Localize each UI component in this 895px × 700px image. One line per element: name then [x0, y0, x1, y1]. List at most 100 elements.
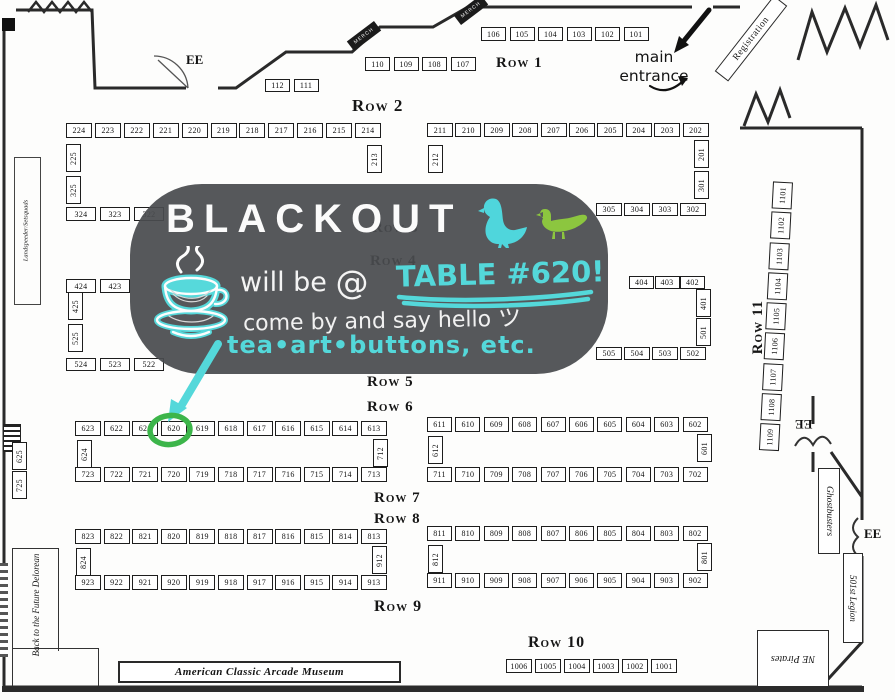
- table-number: 1001: [655, 661, 673, 671]
- table-404: 404: [629, 276, 654, 289]
- table-number: 109: [399, 59, 413, 69]
- table-814: 814: [332, 529, 359, 544]
- table-number: 910: [461, 576, 475, 585]
- arcade-museum-label: American Classic Arcade Museum: [118, 661, 401, 683]
- table-705: 705: [597, 467, 623, 482]
- table-215: 215: [326, 123, 353, 138]
- table-606: 606: [569, 417, 594, 432]
- table-423: 423: [100, 279, 130, 293]
- table-number: 1006: [510, 661, 528, 671]
- table-221: 221: [152, 123, 179, 138]
- table-425: 425: [68, 292, 83, 320]
- table-718: 718: [218, 467, 244, 482]
- row-label-row-6: Row 6: [367, 399, 414, 415]
- table-613: 613: [361, 421, 387, 436]
- table-number: 220: [188, 126, 202, 135]
- table-number: 101: [629, 29, 643, 39]
- table-number: 424: [74, 281, 88, 291]
- table-208: 208: [512, 123, 539, 137]
- table-number: 823: [81, 532, 95, 541]
- table-909: 909: [483, 573, 509, 588]
- table-902: 902: [682, 573, 708, 588]
- table-906: 906: [569, 573, 594, 588]
- table-number: 912: [375, 553, 384, 567]
- table-424: 424: [66, 279, 96, 293]
- table-913: 913: [361, 575, 387, 590]
- table-201: 201: [694, 140, 709, 168]
- table-807: 807: [540, 526, 566, 541]
- main-entrance-label: main entrance: [619, 48, 689, 85]
- exit-brace-icon: [852, 517, 860, 557]
- table-101: 101: [623, 27, 649, 41]
- table-number: 1103: [774, 247, 785, 265]
- table-number: 810: [461, 529, 475, 538]
- table-1001: 1001: [651, 659, 677, 673]
- table-number: 108: [428, 59, 441, 69]
- table-number: 805: [603, 529, 617, 538]
- table-number: 524: [74, 360, 88, 369]
- table-722: 722: [103, 467, 130, 482]
- table-708: 708: [512, 467, 538, 482]
- table-402: 402: [680, 276, 705, 289]
- scallop-wall-icon: [27, 0, 93, 15]
- table-number: 721: [138, 470, 152, 479]
- table-number: 525: [71, 331, 80, 345]
- table-number: 212: [431, 152, 440, 166]
- table-number: 107: [456, 59, 470, 69]
- table-number: 323: [108, 209, 122, 219]
- table-number: 813: [367, 532, 381, 541]
- table-903: 903: [654, 573, 680, 588]
- table-603: 603: [654, 417, 680, 432]
- table-number: 214: [361, 126, 375, 135]
- table-number: 814: [338, 532, 352, 541]
- table-number: 907: [546, 576, 560, 585]
- table-number: 703: [660, 470, 674, 479]
- table-number: 504: [630, 349, 644, 358]
- table-206: 206: [569, 123, 595, 137]
- table-203: 203: [654, 123, 681, 137]
- table-number: 923: [81, 578, 95, 587]
- table-219: 219: [210, 123, 237, 138]
- table-717: 717: [246, 467, 273, 482]
- table-714: 714: [332, 467, 359, 482]
- table-108: 108: [422, 57, 447, 71]
- table-number: 906: [575, 576, 588, 585]
- table-605: 605: [597, 417, 623, 432]
- bottom-wall: [2, 686, 864, 692]
- will-be-text: will be: [240, 267, 327, 298]
- table-number: 204: [632, 125, 646, 135]
- table-703: 703: [654, 467, 680, 482]
- table-525: 525: [68, 324, 83, 352]
- at-symbol: @: [335, 263, 369, 302]
- table-number: 620: [167, 424, 181, 433]
- table-number: 1107: [767, 368, 778, 386]
- table-number: 505: [602, 349, 616, 358]
- table-number: 710: [461, 470, 475, 479]
- table-number: 904: [631, 576, 645, 585]
- table-number: 707: [546, 470, 560, 479]
- main-entrance-arrow-icon: [674, 7, 712, 53]
- table-217: 217: [268, 123, 295, 138]
- table-number: 603: [660, 420, 674, 429]
- registration-desk-label: Registration: [714, 0, 788, 82]
- double-door-icon: [794, 435, 832, 447]
- table-number: 404: [635, 278, 648, 287]
- table-number: 914: [338, 578, 352, 587]
- table-612: 612: [428, 436, 443, 464]
- zigzag-corner-icon: [796, 0, 890, 61]
- table-710: 710: [455, 467, 481, 482]
- table-523: 523: [100, 358, 130, 371]
- table-number: 110: [371, 59, 384, 69]
- table-number: 709: [489, 470, 503, 479]
- table-905: 905: [597, 573, 623, 588]
- table-212: 212: [428, 145, 443, 173]
- row-label-row-2: Row 2: [352, 96, 404, 115]
- table-304: 304: [624, 203, 650, 216]
- table-702: 702: [682, 467, 708, 482]
- table-number: 105: [515, 29, 529, 39]
- table-number: 423: [108, 281, 122, 291]
- table-912: 912: [372, 546, 387, 574]
- table-number: 1109: [764, 428, 775, 447]
- landspeeder-area-outline: [14, 157, 41, 305]
- table-number: 722: [110, 470, 124, 479]
